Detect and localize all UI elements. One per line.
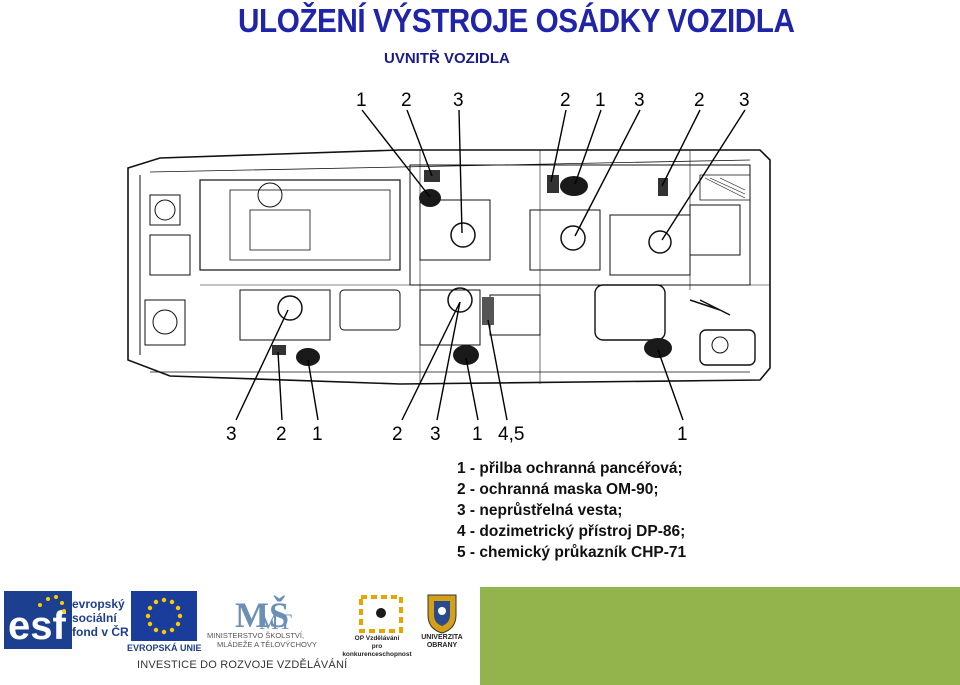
bottom-label: 4,5 [498,424,524,445]
university-crest-icon [427,594,457,634]
page-title: ULOŽENÍ VÝSTROJE OSÁDKY VOZIDLA [238,2,795,39]
legend-item: 1 - přilba ochranná pancéřová; [457,460,683,477]
vehicle-diagram: 1 2 3 2 1 3 2 3 3 2 1 2 3 1 4,5 1 [127,90,771,445]
esf-logo: esf [4,591,72,649]
top-number-labels: 1 2 3 2 1 3 2 3 [356,90,750,111]
eu-label: EVROPSKÁ UNIE [127,643,202,653]
bottom-label: 1 [472,424,483,445]
svg-text:MT: MT [259,609,293,634]
esf-text: evropský sociální fond v ČR [72,597,129,639]
top-label: 2 [560,90,571,111]
investice-text: INVESTICE DO ROZVOJE VZDĚLÁVÁNÍ [137,659,348,671]
legend-item: 4 - dozimetrický přístroj DP-86; [457,523,686,540]
top-label: 3 [453,90,464,111]
university-text: UNIVERZITA OBRANY [421,634,463,649]
top-label: 2 [401,90,412,111]
svg-text:esf: esf [8,604,66,648]
legend-item: 5 - chemický průkazník CHP-71 [457,544,687,561]
op-logo [359,595,403,633]
top-label: 1 [595,90,606,111]
legend: 1 - přilba ochranná pancéřová; 2 - ochra… [457,458,686,563]
svg-text:MŠ: MŠ [235,595,289,635]
bottom-label: 3 [226,424,237,445]
top-label: 3 [634,90,645,111]
bottom-label: 1 [312,424,323,445]
op-text: OP Vzdělávání pro konkurenceschopnost [342,635,412,658]
bottom-number-labels: 3 2 1 2 3 1 4,5 1 [226,424,688,445]
vest-markers [277,222,672,321]
footer-logos: esf evropský sociální fond v ČR EVROPSKÁ… [0,587,960,685]
helmet-markers [296,176,672,366]
bottom-label: 2 [276,424,287,445]
green-band [480,587,960,685]
mask-markers [272,170,668,355]
dosimeter-box [482,297,494,325]
page-subtitle: UVNITŘ VOZIDLA [384,50,510,67]
bottom-label: 3 [430,424,441,445]
bottom-label: 1 [677,424,688,445]
top-label: 3 [739,90,750,111]
eu-flag-icon [131,591,197,641]
msmt-text: MINISTERSTVO ŠKOLSTVÍ, MLÁDEŽE A TĚLOVÝC… [207,631,317,649]
top-label: 1 [356,90,367,111]
legend-item: 3 - neprůstřelná vesta; [457,502,623,519]
top-label: 2 [694,90,705,111]
msmt-logo: MŠ MT [235,595,293,635]
vehicle-hull [127,149,771,385]
leader-lines [235,109,746,421]
bottom-label: 2 [392,424,403,445]
legend-item: 2 - ochranná maska OM-90; [457,481,659,498]
